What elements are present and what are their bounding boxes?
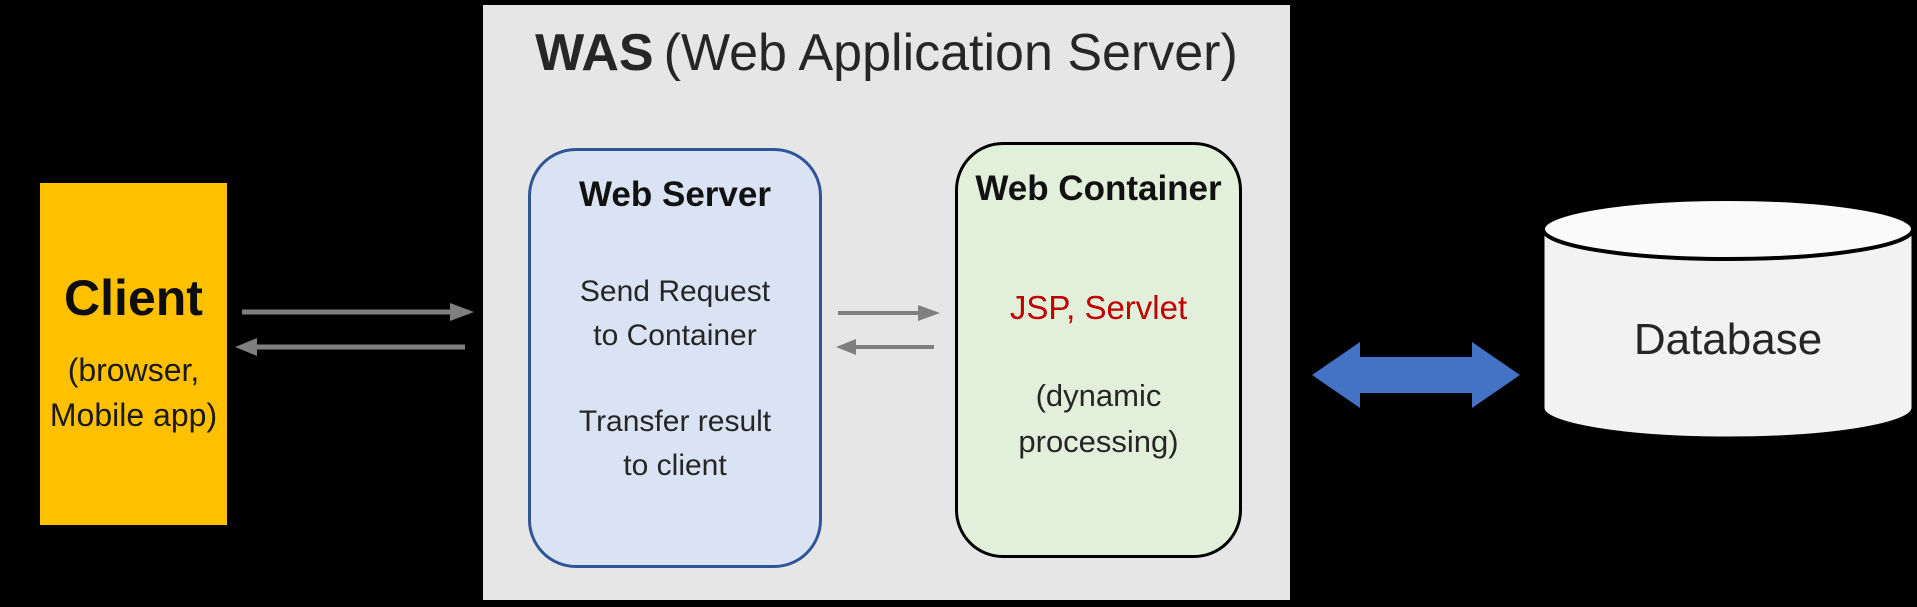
was-db-double-arrow	[1312, 342, 1520, 408]
was-title-acronym: WAS	[535, 24, 654, 82]
container-to-server-arrowhead-icon	[836, 339, 856, 355]
web-server-transfer-text: Transfer result to client	[531, 400, 819, 488]
double-arrow-icon	[1312, 342, 1520, 408]
was-to-client-arrowhead-icon	[235, 338, 257, 356]
dynamic-processing-line2: processing)	[1018, 424, 1179, 459]
was-to-client-arrow	[235, 338, 465, 356]
client-to-was-arrowhead-icon	[450, 303, 474, 321]
client-subtitle: (browser, Mobile app)	[50, 348, 217, 438]
web-container-box: Web Container JSP, Servlet (dynamic proc…	[955, 142, 1242, 558]
client-title: Client	[64, 270, 203, 326]
web-server-title: Web Server	[579, 175, 771, 214]
web-server-request-line2: to Container	[593, 319, 757, 352]
database-label: Database	[1634, 315, 1822, 364]
container-to-server-arrow	[836, 339, 934, 355]
was-title-expansion: (Web Application Server)	[663, 24, 1238, 82]
database-cylinder: Database	[1541, 197, 1915, 440]
web-server-request-line1: Send Request	[579, 275, 771, 308]
jsp-servlet-label: JSP, Servlet	[1009, 289, 1188, 326]
client-subtitle-line2: Mobile app)	[49, 397, 218, 433]
web-server-transfer-line2: to client	[623, 449, 727, 482]
web-server-body: Send Request to Container Transfer resul…	[531, 270, 819, 488]
web-container-title: Web Container	[975, 169, 1222, 208]
server-to-container-arrow	[838, 305, 940, 321]
database-cylinder-lid	[1541, 197, 1915, 261]
client-to-was-arrow	[242, 303, 474, 321]
server-to-container-arrowhead-icon	[918, 305, 940, 321]
was-panel: WAS(Web Application Server) Web Server S…	[483, 5, 1290, 600]
web-server-request-text: Send Request to Container	[531, 270, 819, 358]
dynamic-processing-label: (dynamic processing)	[958, 373, 1239, 465]
client-subtitle-line1: (browser,	[67, 352, 200, 388]
dynamic-processing-line1: (dynamic	[1035, 378, 1162, 413]
client-box: Client (browser, Mobile app)	[40, 183, 227, 525]
was-title: WAS(Web Application Server)	[483, 25, 1290, 81]
web-server-transfer-line1: Transfer result	[578, 405, 772, 438]
web-server-box: Web Server Send Request to Container Tra…	[528, 148, 822, 568]
